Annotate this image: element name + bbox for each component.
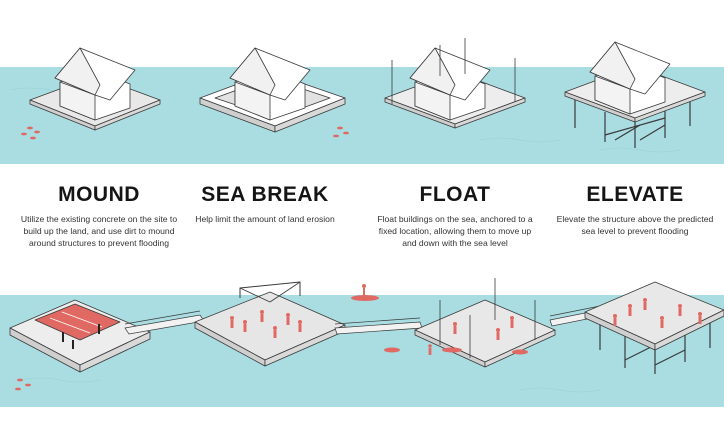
strategy-title: FLOAT bbox=[419, 183, 491, 206]
wave-lines bbox=[9, 87, 681, 393]
float-house bbox=[384, 38, 526, 129]
mound-people bbox=[62, 324, 100, 349]
strategy-description: Help limit the amount of land erosion bbox=[195, 214, 335, 224]
float-platform bbox=[414, 278, 556, 368]
seabreak-people bbox=[230, 310, 302, 338]
mound-house bbox=[29, 47, 161, 131]
strategy-description: Utilize the existing concrete on the sit… bbox=[20, 214, 178, 248]
elevate-house bbox=[564, 41, 706, 148]
strategy-description: Float buildings on the sea, anchored to … bbox=[377, 214, 533, 248]
seabreak-house bbox=[199, 47, 346, 133]
strategy-description: Elevate the structure above the predicte… bbox=[556, 214, 714, 236]
elevate-people bbox=[613, 298, 702, 328]
mound-fish bbox=[21, 126, 40, 140]
strategy-elevate: ELEVATE Elevate the structure above the … bbox=[550, 183, 720, 237]
mound-fish-bottom bbox=[15, 378, 31, 391]
elevate-platform bbox=[584, 281, 724, 374]
seabreak-platform bbox=[194, 281, 346, 367]
strategy-float: FLOAT Float buildings on the sea, anchor… bbox=[370, 183, 540, 249]
strategy-title: MOUND bbox=[58, 183, 140, 206]
strategy-mound: MOUND Utilize the existing concrete on t… bbox=[14, 183, 184, 249]
strategy-sea-break: SEA BREAK Help limit the amount of land … bbox=[180, 183, 350, 225]
float-people bbox=[384, 316, 528, 355]
red-boat bbox=[351, 284, 379, 301]
strategy-title: SEA BREAK bbox=[201, 183, 329, 206]
strategy-title: ELEVATE bbox=[586, 183, 684, 206]
seabreak-fish bbox=[333, 126, 349, 138]
